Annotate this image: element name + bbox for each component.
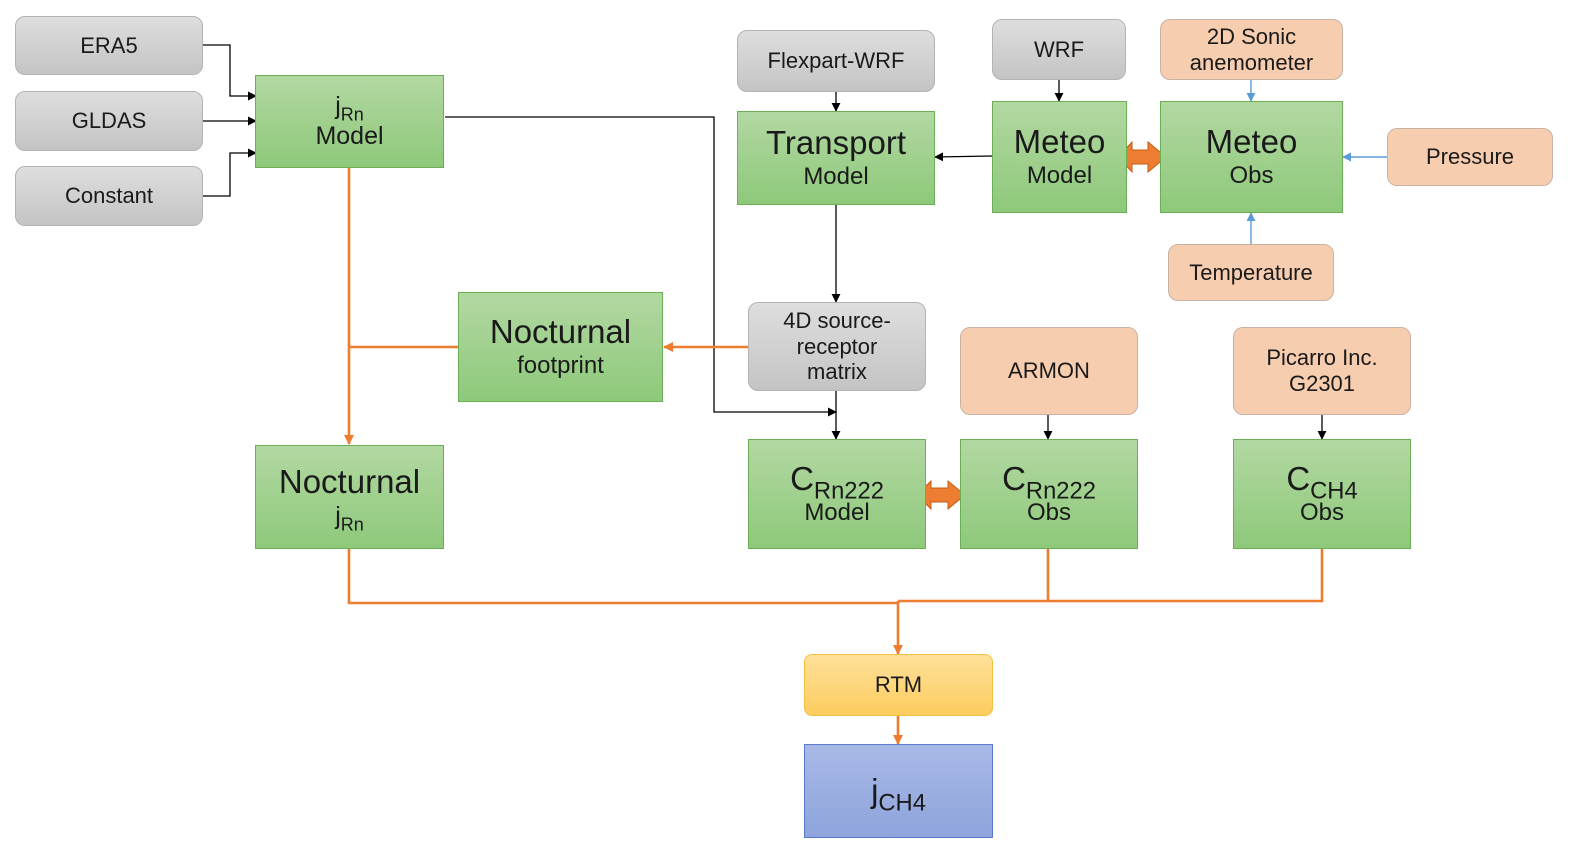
cch4-obs-symbol: CCH4 bbox=[1286, 460, 1358, 505]
nocturnal-jrn-box: Nocturnal jRn bbox=[255, 445, 444, 549]
picarro-box: Picarro Inc. G2301 bbox=[1233, 327, 1411, 415]
wrf-box: WRF bbox=[992, 19, 1126, 80]
era5-label: ERA5 bbox=[80, 32, 138, 58]
sonic-anemometer-box: 2D Sonic anemometer bbox=[1160, 19, 1343, 80]
jrn-symbol: jRn bbox=[335, 92, 364, 125]
crn222-model-box: CRn222 Model bbox=[748, 439, 926, 549]
crn222-model-symbol: CRn222 bbox=[790, 460, 884, 505]
constant-to-jrn-arrow bbox=[203, 148, 257, 197]
constant-label: Constant bbox=[64, 183, 154, 209]
era5-box: ERA5 bbox=[15, 16, 203, 75]
jrn-model-box: jRn Model bbox=[255, 75, 444, 168]
flexpart-wrf-label: Flexpart-WRF bbox=[767, 48, 905, 74]
armon-label: ARMON bbox=[1008, 358, 1090, 384]
meteo-model-label: Model bbox=[1026, 162, 1093, 190]
gldas-box: GLDAS bbox=[15, 91, 203, 151]
gldas-label: GLDAS bbox=[71, 108, 147, 134]
cch4-obs-label: Obs bbox=[1299, 499, 1344, 527]
meteo-model-title: Meteo bbox=[1013, 123, 1106, 161]
matrix-box: 4D source-receptor matrix bbox=[748, 302, 926, 391]
flexpart-wrf-box: Flexpart-WRF bbox=[737, 30, 935, 92]
crn222-obs-box: CRn222 Obs bbox=[960, 439, 1138, 549]
nocturnal-jrn-title: Nocturnal bbox=[278, 462, 421, 500]
picarro-label: Picarro Inc. G2301 bbox=[1266, 345, 1378, 396]
rtm-box: RTM bbox=[804, 654, 993, 716]
constant-box: Constant bbox=[15, 166, 203, 226]
crn222-obs-label: Obs bbox=[1026, 499, 1071, 527]
nocturnal-footprint-box: Nocturnal footprint bbox=[458, 292, 663, 402]
jrn-model-label: Model bbox=[315, 121, 384, 150]
transport-label: Model bbox=[803, 163, 869, 191]
jch4-box: jCH4 bbox=[804, 744, 993, 838]
crn-obs-to-rtm-line bbox=[898, 549, 1050, 603]
rtm-label: RTM bbox=[874, 672, 923, 698]
meteo-obs-box: Meteo Obs bbox=[1160, 101, 1343, 213]
meteo-model-box: Meteo Model bbox=[992, 101, 1127, 213]
era5-to-jrn-arrow bbox=[203, 44, 257, 101]
transport-title: Transport bbox=[766, 124, 906, 162]
wrf-label: WRF bbox=[1033, 36, 1085, 62]
nocturnal-jrn-to-rtm-line bbox=[347, 549, 898, 605]
meteo-to-transport-arrow bbox=[934, 152, 993, 162]
jch4-symbol: jCH4 bbox=[871, 771, 926, 816]
pressure-label: Pressure bbox=[1425, 144, 1515, 170]
temperature-label: Temperature bbox=[1189, 259, 1313, 285]
cch4-obs-box: CCH4 Obs bbox=[1233, 439, 1411, 549]
nocturnal-footprint-label: footprint bbox=[517, 352, 604, 380]
nocturnal-jrn-symbol: jRn bbox=[335, 501, 364, 535]
temperature-box: Temperature bbox=[1168, 244, 1334, 301]
jrn-to-crn-model-arrow bbox=[445, 116, 837, 417]
crn222-model-label: Model bbox=[804, 499, 870, 527]
nocturnal-footprint-title: Nocturnal bbox=[489, 313, 632, 351]
crn222-obs-symbol: CRn222 bbox=[1002, 460, 1096, 505]
meteo-obs-label: Obs bbox=[1229, 162, 1274, 190]
meteo-obs-title: Meteo bbox=[1205, 123, 1298, 161]
matrix-label: 4D source-receptor matrix bbox=[783, 307, 891, 385]
armon-box: ARMON bbox=[960, 327, 1138, 415]
pressure-box: Pressure bbox=[1387, 128, 1553, 186]
sonic-anemometer-label: 2D Sonic anemometer bbox=[1189, 23, 1314, 75]
cch4-obs-to-rtm-line bbox=[1048, 549, 1324, 603]
transport-model-box: Transport Model bbox=[737, 111, 935, 205]
